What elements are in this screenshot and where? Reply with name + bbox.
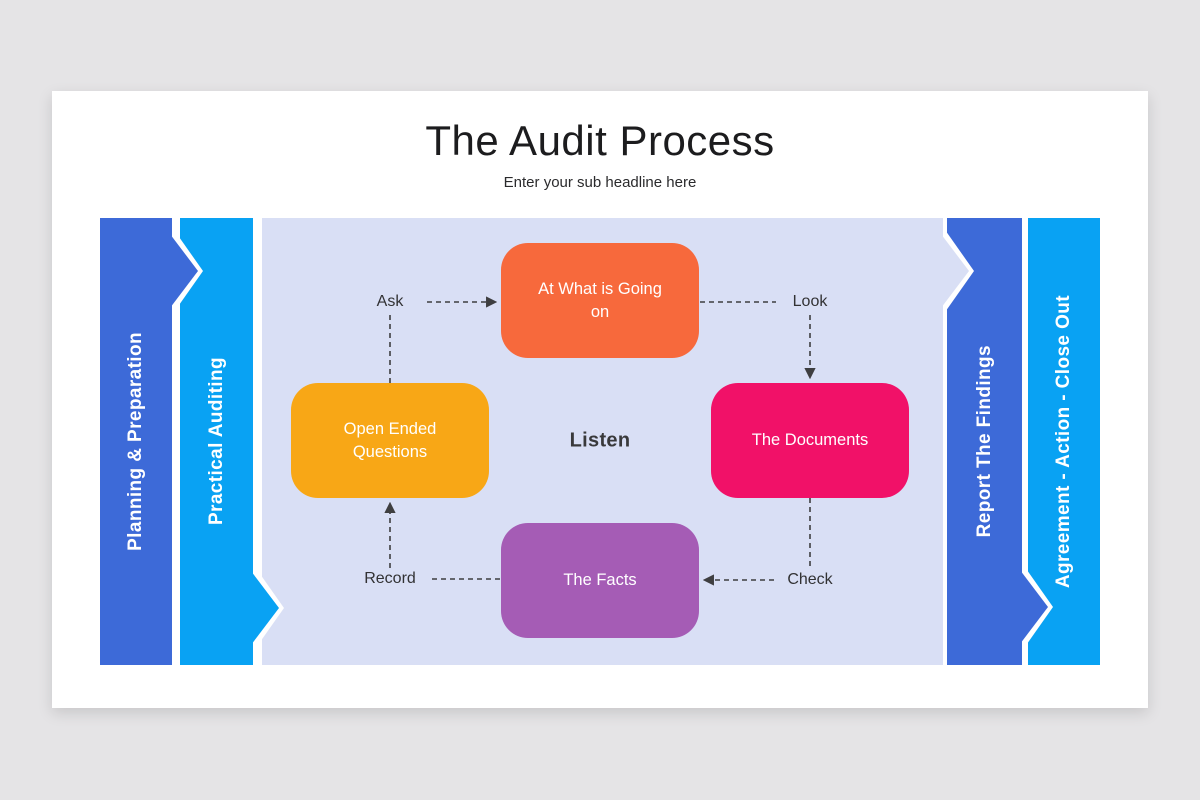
stage-banner-report-the-findings: Report The Findings [947, 218, 1022, 665]
cycle-node-label: The Facts [563, 571, 637, 590]
page-title: The Audit Process [425, 117, 775, 164]
page-subtitle: Enter your sub headline here [503, 174, 697, 191]
connector-label-ask: Ask [376, 293, 404, 310]
cycle-node-at-what-is-going-on: At What is Going on [501, 243, 699, 358]
cycle-connectors [384, 296, 816, 586]
cycle-node-open-ended-questions: Open Ended Questions [291, 383, 489, 498]
slide: The Audit Process Enter your sub headlin… [52, 91, 1148, 708]
cycle-node-label: The Documents [751, 431, 869, 450]
stage-label-report-the-findings: Report The Findings [973, 345, 995, 538]
connector-label-record: Record [364, 570, 416, 587]
stage-banner-practical-auditing: Practical Auditing [180, 218, 253, 665]
stage-banner-planning-preparation: Planning & Preparation [100, 218, 172, 665]
connector-label-check: Check [787, 571, 833, 588]
stage-label-planning-preparation: Planning & Preparation [125, 332, 146, 551]
cycle-node-label: Open Ended Questions [343, 420, 437, 461]
cycle-node-the-documents: The Documents [711, 383, 909, 498]
stage-label-agreement-action-close-out: Agreement - Action - Close Out [1053, 294, 1074, 589]
audit-cycle-panel: At What is Going on Open Ended Questions… [262, 218, 943, 665]
cycle-center-label: Listen [569, 429, 631, 452]
cycle-node-label: At What is Going on [538, 280, 662, 321]
stage-label-practical-auditing: Practical Auditing [205, 357, 227, 526]
connector-label-look: Look [792, 293, 828, 310]
cycle-node-the-facts: The Facts [501, 523, 699, 638]
